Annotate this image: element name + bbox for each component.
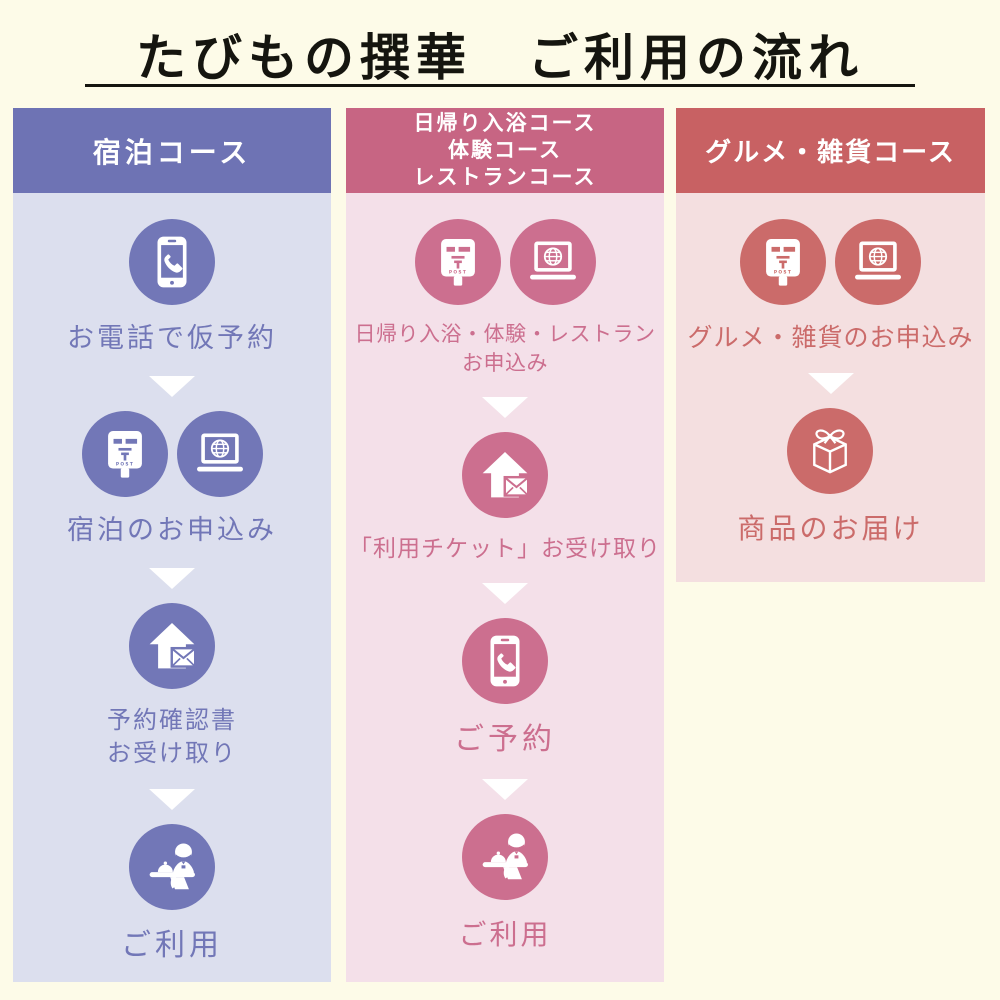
step-label: ご利用 [121,927,223,963]
step-confirmation: 予約確認書 お受け取り [107,602,237,771]
step-phone-reservation: お電話で仮予約 [67,219,277,358]
step-ticket: 「利用チケット」お受け取り [349,431,661,565]
step-icons [129,602,215,689]
column-gourmet-course: グルメ・雑貨コース グルメ・雑貨のお申込み 商品のお届け [676,108,985,582]
step-icons [462,431,548,518]
smartphone-call-icon [462,617,548,704]
step-apply: グルメ・雑貨のお申込み [687,219,973,355]
step-use: ご利用 [121,823,223,967]
down-arrow-icon [482,396,528,418]
step-icons [461,813,548,900]
column-daytrip-course: 日帰り入浴コース 体験コース レストランコース 日帰り入浴・体験・レストラン お… [346,108,664,982]
reception-icon [129,823,215,910]
step-label: 宿泊のお申込み [67,514,277,546]
step-icons [129,823,215,910]
step-label: 日帰り入浴・体験・レストラン お申込み [354,322,656,376]
reception-icon [461,813,548,900]
step-icons [739,219,921,305]
postbox-icon [414,219,501,305]
step-label: 予約確認書 お受け取り [107,705,237,768]
column-body: グルメ・雑貨のお申込み 商品のお届け [676,193,985,582]
step-delivery: 商品のお届け [737,408,923,548]
column-stay-course: 宿泊コース お電話で仮予約 宿泊のお申込み 予約確認書 お受け取り [13,108,331,982]
step-icons [81,410,263,497]
step-label: ご利用 [458,917,552,951]
column-body: 日帰り入浴・体験・レストラン お申込み 「利用チケット」お受け取り ご予約 ご利… [346,193,664,982]
laptop-globe-icon [834,219,921,305]
step-apply: 日帰り入浴・体験・レストラン お申込み [355,219,656,379]
step-reserve: ご予約 [454,617,556,761]
column-body: お電話で仮予約 宿泊のお申込み 予約確認書 お受け取り ご利用 [13,193,331,982]
down-arrow-icon [149,788,195,810]
smartphone-call-icon [129,219,215,305]
gift-box-icon [787,408,874,494]
title-underline [85,84,915,87]
step-apply: 宿泊のお申込み [67,410,277,550]
house-mail-icon [462,431,548,518]
column-header: グルメ・雑貨コース [676,108,985,193]
step-use: ご利用 [458,813,552,954]
postbox-icon [81,410,168,497]
step-label: グルメ・雑貨のお申込み [687,323,974,352]
house-mail-icon [129,602,215,689]
step-label: 商品のお届け [737,512,924,545]
down-arrow-icon [149,567,195,589]
step-icons [787,408,874,494]
down-arrow-icon [807,373,854,394]
page-title: たびもの撰華 ご利用の流れ [136,28,864,87]
step-label: 「利用チケット」お受け取り [349,535,661,562]
step-icons [414,219,596,305]
down-arrow-icon [149,375,195,397]
postbox-icon [739,219,826,305]
laptop-globe-icon [176,410,263,497]
step-icons [462,617,548,704]
step-label: お電話で仮予約 [67,323,277,354]
laptop-globe-icon [509,219,596,305]
step-icons [129,219,215,305]
column-header: 宿泊コース [13,108,331,193]
column-header: 日帰り入浴コース 体験コース レストランコース [346,108,664,193]
step-label: ご予約 [454,721,556,757]
down-arrow-icon [482,582,528,604]
down-arrow-icon [482,778,528,800]
